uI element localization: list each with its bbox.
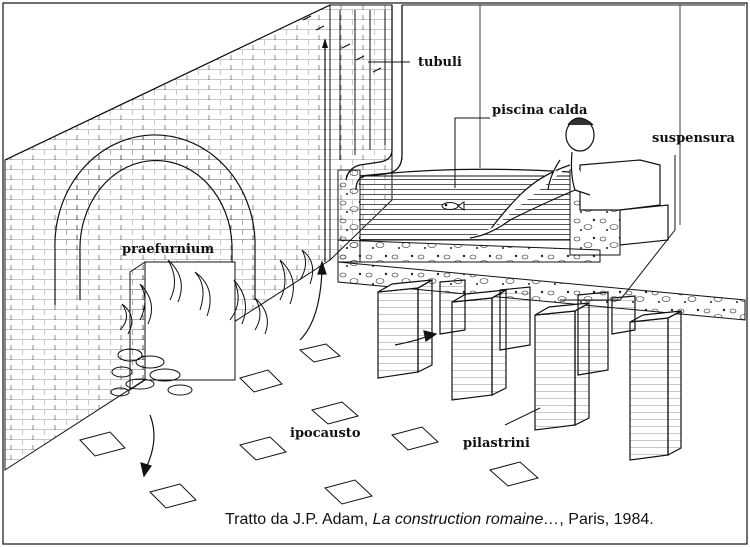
pillar	[577, 291, 609, 376]
label-piscina-calda: piscina calda	[492, 103, 588, 118]
label-ipocausto: ipocausto	[290, 426, 361, 441]
pillar	[611, 295, 636, 335]
fish-icon	[441, 201, 465, 211]
caption-title: La construction romaine…	[372, 511, 560, 528]
hypocaust-floor-tiles	[79, 343, 540, 509]
source-caption: Tratto da J.P. Adam, La construction rom…	[225, 512, 654, 528]
label-tubuli: tubuli	[418, 55, 462, 70]
pilastrini-pillars	[377, 278, 682, 461]
pillar	[377, 278, 433, 379]
label-suspensura: suspensura	[652, 131, 735, 146]
firewood-pile	[110, 348, 193, 397]
pillar	[629, 309, 682, 461]
label-praefurnium: praefurnium	[122, 242, 215, 257]
label-pilastrini: pilastrini	[463, 436, 530, 451]
praefurnium-arch	[54, 134, 256, 391]
left-wall	[4, 4, 331, 471]
bath-bench	[579, 159, 669, 246]
caption-prefix: Tratto da J.P. Adam,	[225, 511, 373, 528]
pillar	[499, 286, 531, 351]
bather-figure	[469, 117, 595, 239]
leader-lines	[368, 61, 676, 426]
fire-flames	[119, 249, 314, 335]
right-back-wall	[401, 4, 745, 225]
caption-suffix: , Paris, 1984.	[559, 511, 654, 528]
pillar	[439, 279, 466, 335]
piscina-calda-water	[359, 168, 571, 241]
